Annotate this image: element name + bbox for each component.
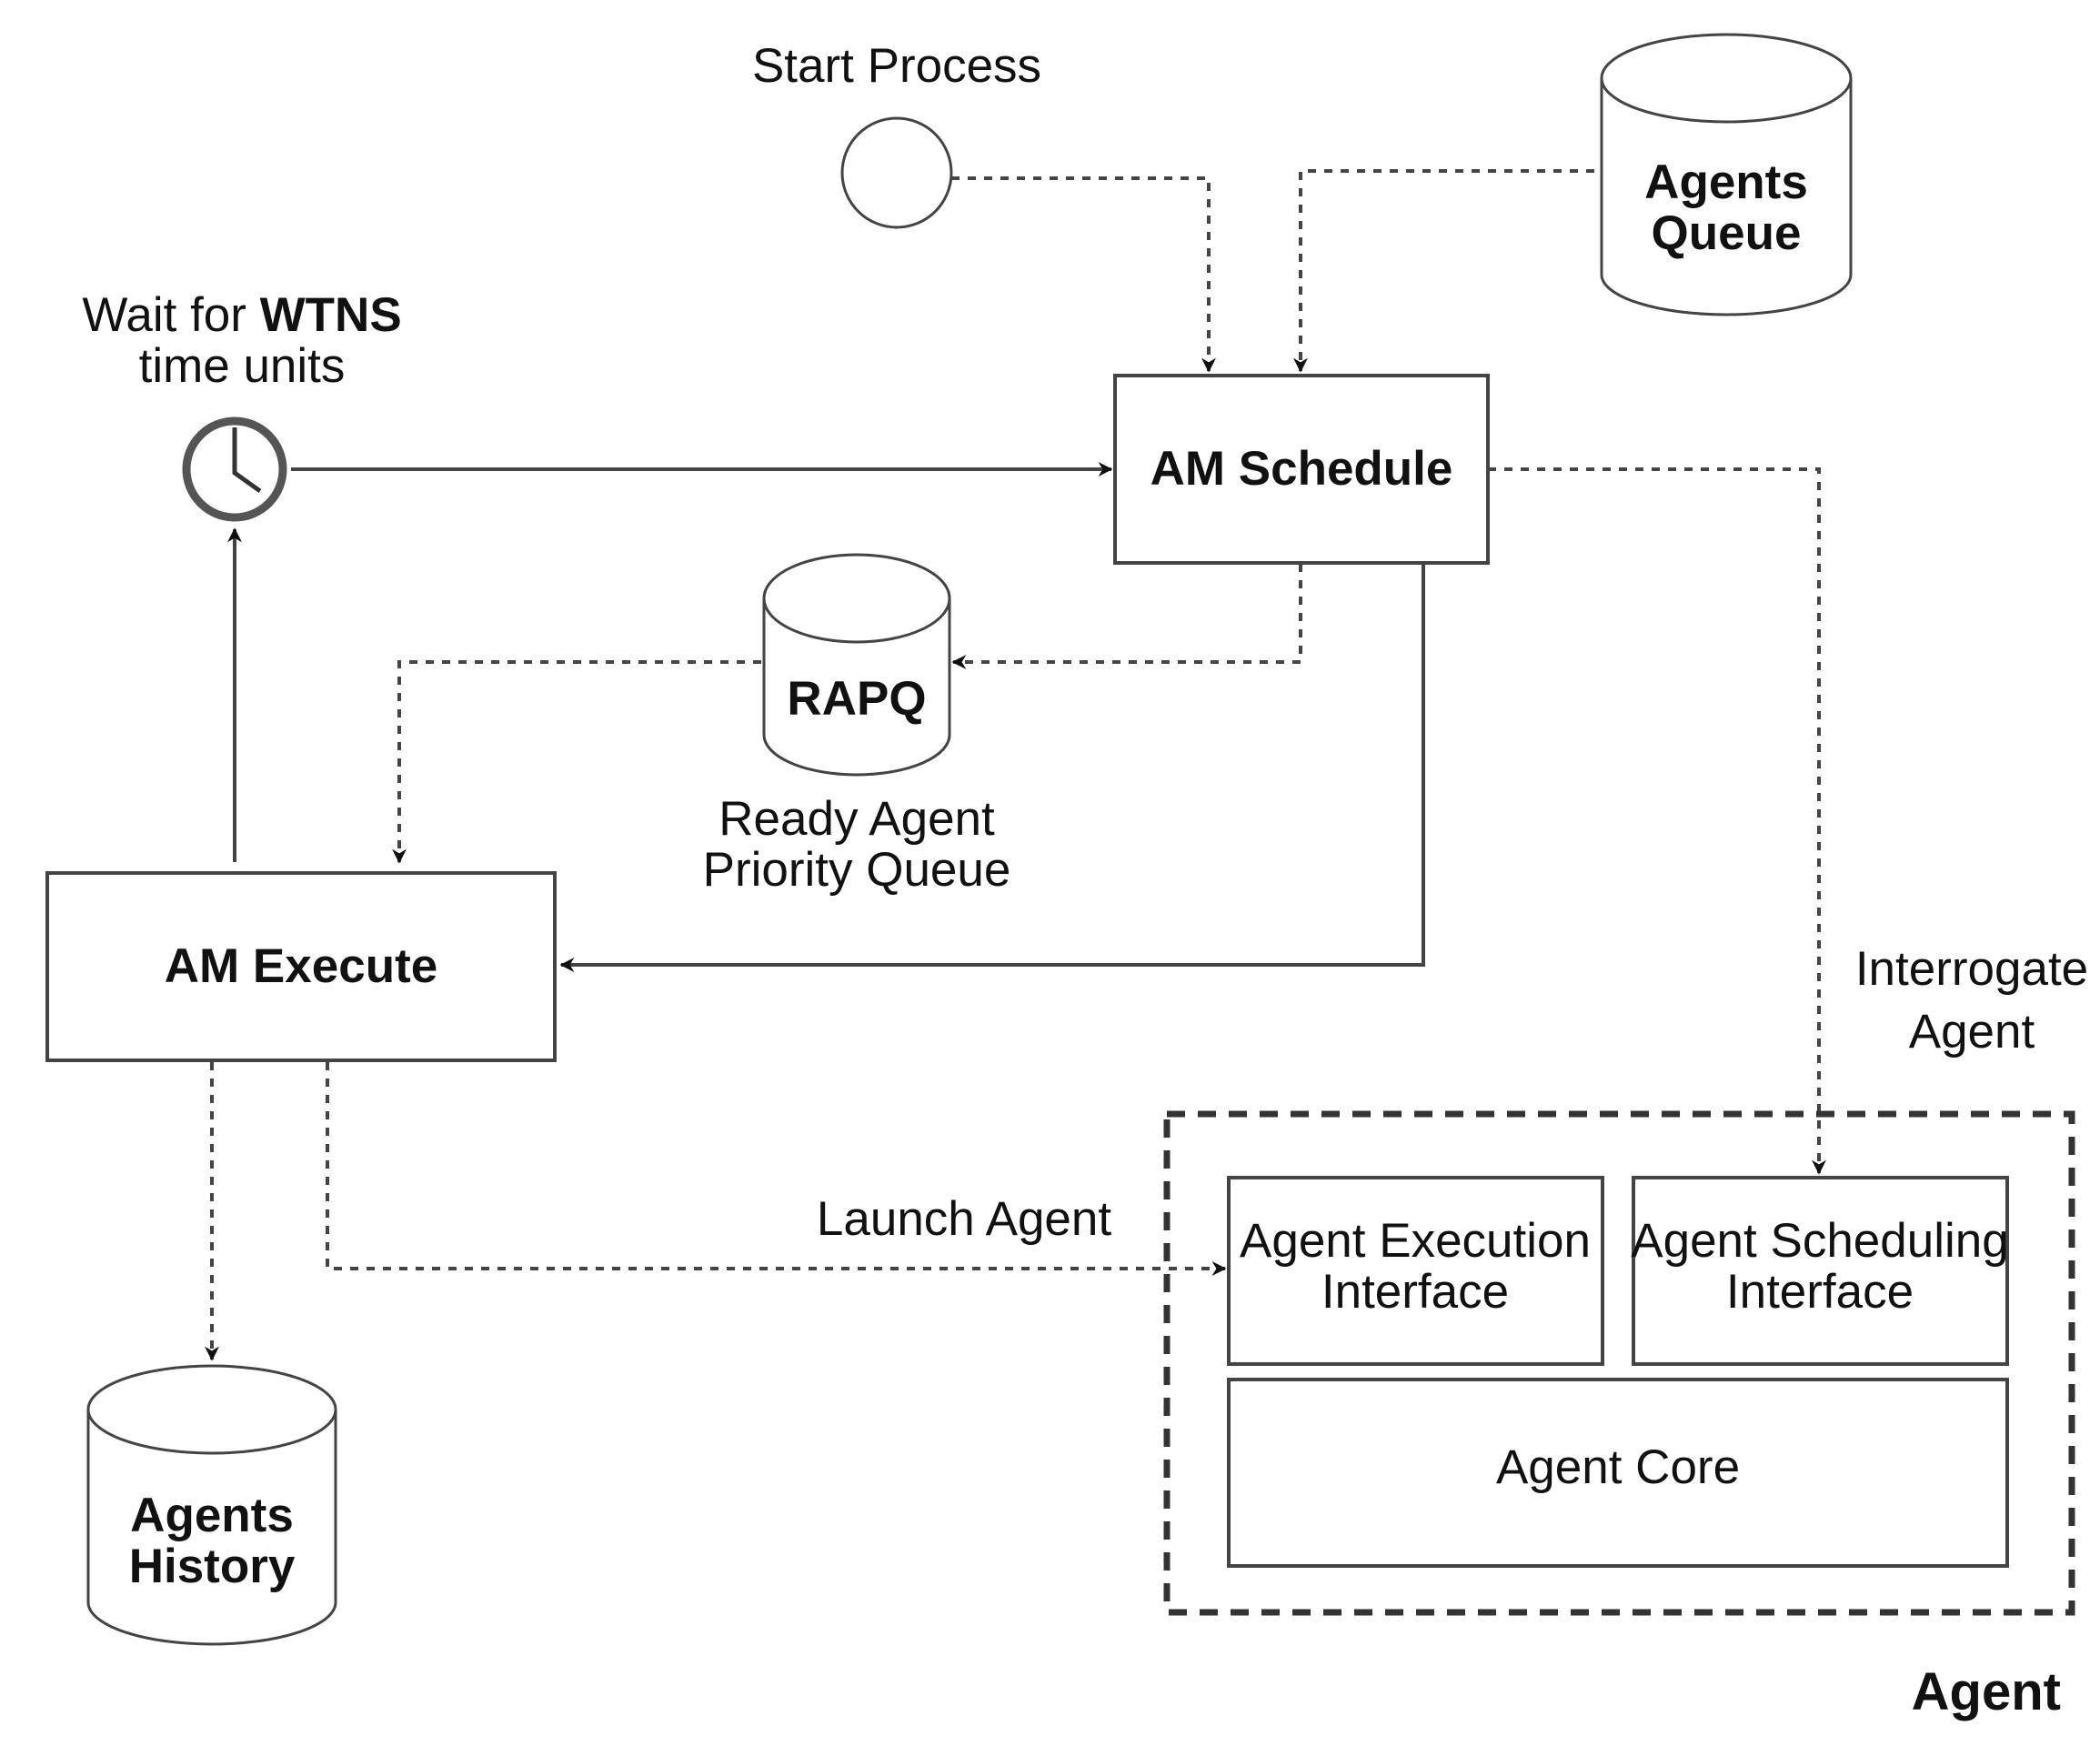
agent-scheduling-interface-line1: Agent Scheduling	[1631, 1214, 2009, 1268]
agent-scheduling-interface-box	[1632, 1176, 2009, 1366]
agents-history-label-line1: Agents	[130, 1489, 294, 1542]
am-schedule-label: AM Schedule	[1150, 442, 1453, 496]
rapq-caption-line2: Priority Queue	[703, 843, 1011, 897]
am-schedule-node: AM Schedule	[1113, 374, 1490, 565]
agents-queue-database: Agents Queue	[1600, 33, 1853, 316]
agent-core-box	[1227, 1378, 2009, 1568]
agent-group-dashed-boundary	[1163, 1110, 2075, 1616]
agents-history-database: Agents History	[86, 1364, 337, 1646]
agent-execution-interface-line1: Agent Execution	[1240, 1214, 1591, 1268]
launch-agent-label: Launch Agent	[817, 1192, 1111, 1246]
rapq-caption-line1: Ready Agent	[718, 792, 995, 846]
agent-execution-interface-box	[1227, 1176, 1604, 1366]
rapq-database: RAPQ	[762, 553, 951, 777]
am-execute-box	[45, 871, 557, 1062]
interrogate-agent-label-line1: Interrogate	[1855, 942, 2088, 996]
agent-execution-interface-line2: Interface	[1321, 1265, 1509, 1319]
wait-timer: Wait for WTNS time units	[82, 288, 402, 522]
execute-to-execution-interface-arrow	[326, 1062, 1227, 1276]
rapq-cylinder-body	[762, 598, 951, 777]
agent-core-label: Agent Core	[1496, 1440, 1740, 1494]
agents-queue-cylinder-top	[1600, 33, 1853, 124]
agent-group-label: Agent	[1912, 1662, 2061, 1721]
start-process-label: Start Process	[752, 39, 1041, 93]
schedule-to-execute-arrow	[559, 564, 1425, 972]
agent-group: Agent Execution Interface Agent Scheduli…	[1163, 1110, 2075, 1721]
timer-label-line2: time units	[139, 339, 346, 393]
rapq-cylinder-top	[762, 553, 951, 644]
am-execute-node: AM Execute	[45, 871, 557, 1062]
start-process: Start Process	[752, 39, 1041, 229]
agents-history-label-line2: History	[129, 1540, 296, 1593]
connectors	[205, 169, 1826, 1361]
agents-queue-cylinder-body	[1600, 78, 1853, 316]
schedule-to-rapq-arrow	[951, 564, 1302, 669]
start-to-schedule-arrow	[951, 176, 1216, 373]
rapq-to-execute-arrow	[392, 660, 761, 864]
rapq-label: RAPQ	[787, 672, 926, 726]
agents-history-cylinder-body	[86, 1410, 337, 1646]
schedule-to-scheduling-interface-arrow	[1488, 467, 1826, 1175]
interrogate-agent-label-line2: Agent	[1909, 1005, 2035, 1059]
start-event-circle	[840, 116, 953, 229]
timer-label-line1: Wait for WTNS	[82, 288, 401, 342]
am-execute-label: AM Execute	[165, 939, 437, 993]
agents-queue-label-line1: Agents	[1644, 156, 1808, 209]
queue-to-schedule-arrow	[1293, 169, 1594, 373]
agents-queue-label-line2: Queue	[1652, 206, 1802, 260]
agent-scheduling-interface-line2: Interface	[1726, 1265, 1914, 1319]
am-schedule-box	[1113, 374, 1490, 565]
agents-history-cylinder-top	[86, 1364, 337, 1455]
clock-hands	[232, 427, 262, 494]
